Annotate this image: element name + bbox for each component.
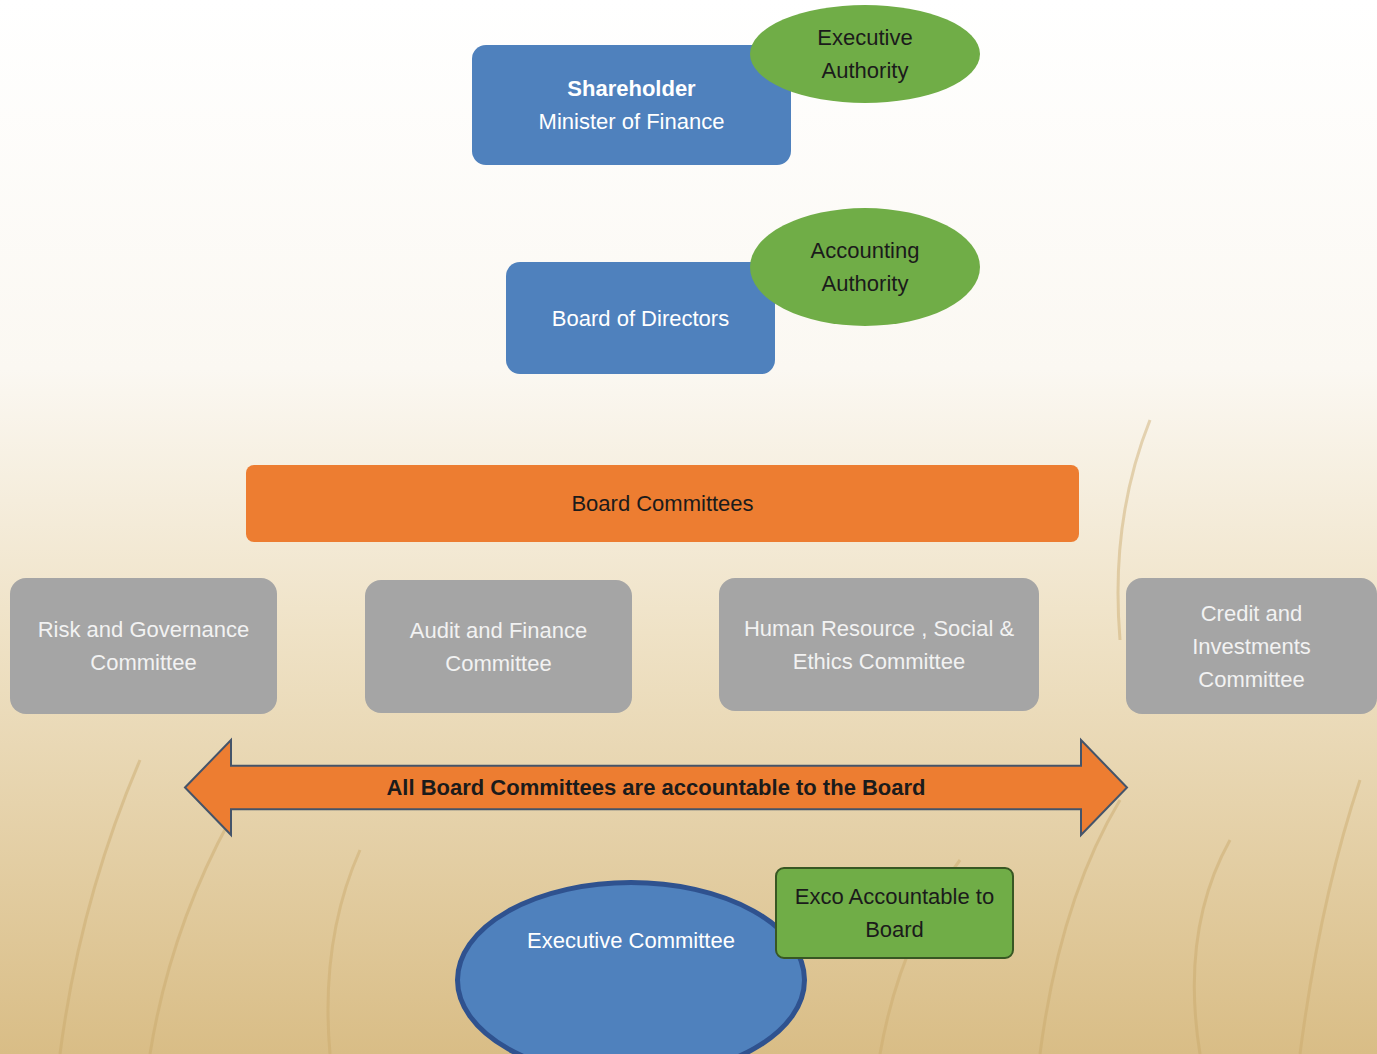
committee-box-fill [365, 580, 632, 713]
committee-box-outline [719, 578, 1039, 711]
node-title: Audit and Finance Committee [381, 614, 616, 680]
node-content: Executive Committee [515, 910, 747, 970]
node-title: Risk and Governance Committee [26, 613, 261, 679]
node-content: Human Resource , Social & Ethics Committ… [735, 588, 1023, 701]
authority-ellipse-outline [750, 5, 980, 103]
committees-band-fill [246, 465, 1079, 542]
node-content: ShareholderMinister of Finance [488, 55, 775, 155]
node-content: Board Committees [260, 471, 1065, 536]
board-box: Board of Directors [506, 262, 775, 374]
accountability-arrow-fill [185, 740, 1127, 835]
committee-box-fill [1126, 578, 1377, 714]
committee-box-outline [10, 578, 277, 714]
node-content: Executive Authority [786, 17, 944, 91]
committee-box: Credit and Investments Committee [1126, 578, 1377, 714]
node-title: Human Resource , Social & Ethics Committ… [735, 612, 1023, 678]
committee-box: Human Resource , Social & Ethics Committ… [719, 578, 1039, 711]
authority-ellipse-fill [750, 208, 980, 326]
committee-box-fill [10, 578, 277, 714]
authority-ellipse: Accounting Authority [750, 208, 980, 326]
node-title: All Board Committees are accountable to … [386, 771, 925, 804]
shareholder-box-outline [472, 45, 791, 165]
node-title: Accounting Authority [784, 234, 946, 300]
node-content: Credit and Investments Committee [1146, 588, 1357, 704]
authority-ellipse-fill [750, 5, 980, 103]
exco-note-box: Exco Accountable to Board [775, 867, 1014, 959]
node-title: Executive Committee [527, 924, 735, 957]
shareholder-box: ShareholderMinister of Finance [472, 45, 791, 165]
node-content: Risk and Governance Committee [26, 588, 261, 704]
node-title: Board Committees [571, 487, 753, 520]
node-title: Executive Authority [786, 21, 944, 87]
shareholder-box-fill [472, 45, 791, 165]
executive-ellipse-fill [458, 883, 805, 1054]
node-title: Shareholder [567, 72, 695, 105]
node-title: Credit and Investments Committee [1146, 597, 1357, 696]
node-content: Board of Directors [520, 272, 761, 364]
exco-note-box-outline [775, 867, 1014, 959]
executive-ellipse: Executive Committee [455, 880, 807, 1054]
node-content: All Board Committees are accountable to … [245, 766, 1067, 809]
executive-ellipse-outline [455, 880, 807, 1054]
committee-box: Audit and Finance Committee [365, 580, 632, 713]
accountability-arrow: All Board Committees are accountable to … [185, 740, 1127, 835]
committee-box: Risk and Governance Committee [10, 578, 277, 714]
committee-box-fill [719, 578, 1039, 711]
committee-box-outline [365, 580, 632, 713]
node-title: Board of Directors [552, 302, 729, 335]
node-content: Audit and Finance Committee [381, 590, 616, 703]
committees-band: Board Committees [246, 465, 1079, 542]
board-box-fill [506, 262, 775, 374]
exco-note-box-fill [776, 868, 1013, 958]
authority-ellipse-outline [750, 208, 980, 326]
node-content: Accounting Authority [784, 222, 946, 312]
node-title: Exco Accountable to Board [789, 880, 1000, 946]
node-content: Exco Accountable to Board [789, 875, 1000, 951]
node-subtitle: Minister of Finance [539, 105, 725, 138]
authority-ellipse: Executive Authority [750, 5, 980, 103]
